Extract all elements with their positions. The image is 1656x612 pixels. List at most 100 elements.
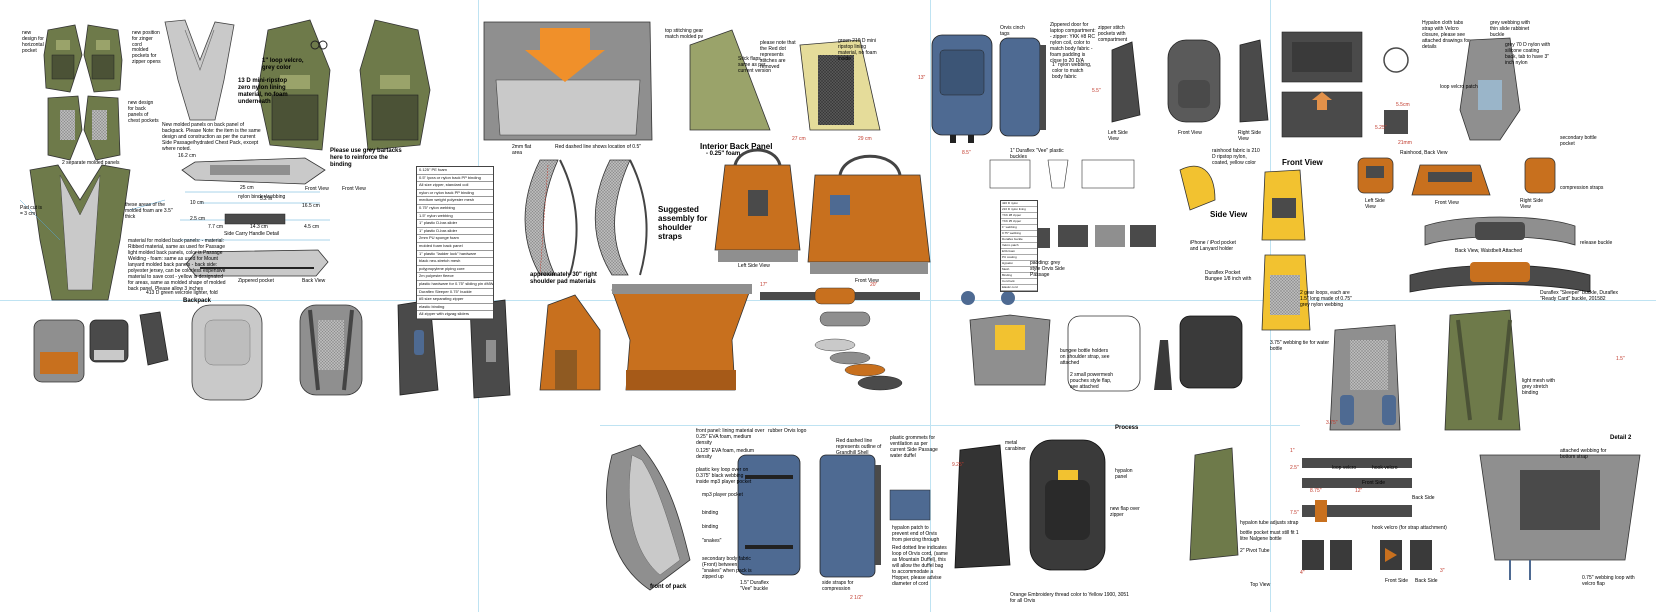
annotation-label: loop velcro — [1332, 465, 1357, 471]
spec-row: Elastic cord — [1001, 285, 1037, 291]
annotation-label: 2 small powermesh pouches style flap, se… — [1070, 372, 1114, 390]
spec-row: 0.75" nylon webbing — [417, 205, 493, 213]
spec-row: plastic hardware for 0.75" sliding pin #… — [417, 281, 493, 289]
annotation-label: Red dotted line indicates loop of Orvis … — [892, 545, 948, 587]
annotation-label: 13 D mini-ripstop zero nylon lining mate… — [238, 78, 288, 105]
annotation-label: 2 gear loops, each are 1.5" long made of… — [1300, 290, 1352, 308]
view-label: Right Side View — [1238, 130, 1262, 142]
spec-row: Binding — [1001, 273, 1037, 279]
dimension-label: 16.2 cm — [178, 153, 196, 159]
vest-front-small — [43, 24, 123, 93]
backpack-plain-front — [191, 304, 263, 401]
annotation-label: light mesh with grey stretch binding — [1522, 378, 1556, 396]
annotation-label: top stitching gear match molded pv — [665, 28, 704, 40]
dimension-label: 8.5" — [962, 150, 971, 156]
annotation-label: front panel: lining material over 0.25" … — [696, 428, 765, 446]
annotation-label: bungee bottle holders on shoulder strap,… — [1060, 348, 1110, 366]
annotation-label: 2" Pivot Tube — [1240, 548, 1270, 554]
dimension-label: 25 cm — [240, 185, 254, 191]
section-title: Front View — [1282, 158, 1323, 167]
section-title: Suggested assembly for shoulder straps — [658, 205, 708, 241]
spec-row: 1" plastic D-bar-slider — [417, 228, 493, 236]
spec-row: PU coating — [1001, 255, 1037, 261]
annotation-label: hypalon panel — [1115, 468, 1133, 480]
spec-row: 0.5" lycra or nylon back PP binding — [417, 175, 493, 183]
orange-duffel-large — [611, 284, 752, 391]
dimension-label: 5.5cm — [1396, 102, 1410, 108]
dimension-label: 9.25" — [952, 462, 964, 468]
annotation-label: Orange Embroidery thread color to Yellow… — [1010, 592, 1129, 604]
spec-row: Hypalon — [1001, 261, 1037, 267]
vest-back-panel — [29, 164, 131, 301]
annotation-label: nylon binder/webbing — [238, 194, 286, 200]
dimension-label: 27 cm — [792, 136, 806, 142]
blue-duffel-top — [737, 454, 801, 576]
annotation-label: plastic key loop over on 0.375" black we… — [696, 467, 752, 485]
orange-pack-side — [1357, 157, 1394, 194]
section-title: Interior Back Panel — [700, 142, 773, 151]
gray-backpack-right — [1239, 39, 1269, 123]
annotation-label: secondary bottle pocket — [1560, 135, 1597, 147]
vest-front-large — [257, 19, 431, 151]
annotation-label: green 210 D mini ripstop lining material… — [838, 38, 877, 62]
view-label: Left Side View — [738, 263, 770, 269]
annotation-label: bottle pocket must still fit 1 litre Nal… — [1240, 530, 1299, 542]
annotation-label: rainhood fabric is 210 D ripstop nylon, … — [1212, 148, 1260, 166]
backpack-back-harness — [299, 304, 363, 396]
view-label: Front View — [855, 278, 879, 284]
dimension-label: 14.3 cm — [250, 224, 268, 230]
annotation-label: Zippered pocket — [238, 278, 274, 284]
dimension-label: 1.5" — [1616, 356, 1625, 362]
spec-row: 2mm PU sponge foam — [417, 235, 493, 243]
annotation-label: mp3 player pocket — [702, 492, 743, 498]
annotation-label: plastic grommets for ventilation as per … — [890, 435, 938, 459]
annotation-label: Backpack — [183, 298, 212, 304]
rainhood-front — [1261, 169, 1306, 241]
orange-duffel-small — [539, 294, 601, 391]
annotation-label: Stick flaps, same as per current version — [738, 56, 772, 74]
gray-sling-pack — [606, 444, 691, 591]
annotation-label: hypalon tube adjusts strap — [1240, 520, 1299, 526]
annotation-label: metal carabiner — [1005, 440, 1026, 452]
annotation-label: new design for back panels of chest pock… — [128, 100, 159, 124]
annotation-label: padding: grey style Orvis Side Passage — [1030, 260, 1065, 278]
flat-panel-back — [185, 249, 329, 277]
spec-row: polypropylene piping core — [417, 266, 493, 274]
annotation-label: New molded panels on back panel of backp… — [162, 122, 261, 152]
spec-row: 420 D nylon — [1001, 201, 1037, 207]
orange-duffel-front — [807, 154, 931, 274]
spec-row: 2m polyester fleece — [417, 273, 493, 281]
annotation-label: grey 70 D nylon with silicone coating ba… — [1505, 42, 1551, 66]
spec-row: EVA foam — [1001, 249, 1037, 255]
annotation-label: 1" Duraflex "Vee" plastic buckles — [1010, 148, 1064, 160]
dimension-label: 20" — [870, 282, 878, 288]
annotation-label: Back View — [302, 278, 326, 284]
spec-row: medium weight polyester mesh — [417, 197, 493, 205]
annotation-label: Duraflex "Sleeper" buckle, Duraflex "Rea… — [1540, 290, 1619, 302]
annotation-label: Pad cut is = 3 cm — [20, 205, 42, 217]
section-title: Side View — [1210, 210, 1248, 219]
annotation-label: zipper stitch pockets with compartment — [1098, 25, 1128, 43]
vest-back-small — [47, 95, 121, 161]
annotation-label: attached webbing for bottom strap — [1560, 448, 1607, 460]
rainhood-side — [1179, 165, 1216, 211]
annotation-label: binding — [702, 524, 719, 530]
dimension-label: 8.75" — [1310, 488, 1322, 494]
side-carry-handle — [224, 213, 286, 225]
spec-row: Duraflex buckle — [1001, 237, 1037, 243]
spec-row: molded foam back panel — [417, 243, 493, 251]
dimension-label: 7.7 cm — [208, 224, 224, 230]
annotation-label: new flap over zipper — [1110, 506, 1140, 518]
view-label: Right Side View — [1520, 198, 1544, 210]
side-panel-shell — [689, 29, 881, 131]
view-label: Left Side View — [1108, 130, 1128, 142]
spec-row: YKK #8 zipper — [1001, 213, 1037, 219]
annotation-label: Side Carry Handle Detail — [224, 231, 280, 237]
backpack-olive-back — [1444, 309, 1521, 431]
spec-row: Duraflex Sleeper 0.75" buckle — [417, 289, 493, 297]
annotation-label: 1" loop velcro, grey color — [262, 58, 304, 71]
dimension-label: 13" — [918, 75, 926, 81]
shoulder-strap-patterns — [524, 159, 648, 276]
waistbelt-back — [1424, 216, 1576, 246]
